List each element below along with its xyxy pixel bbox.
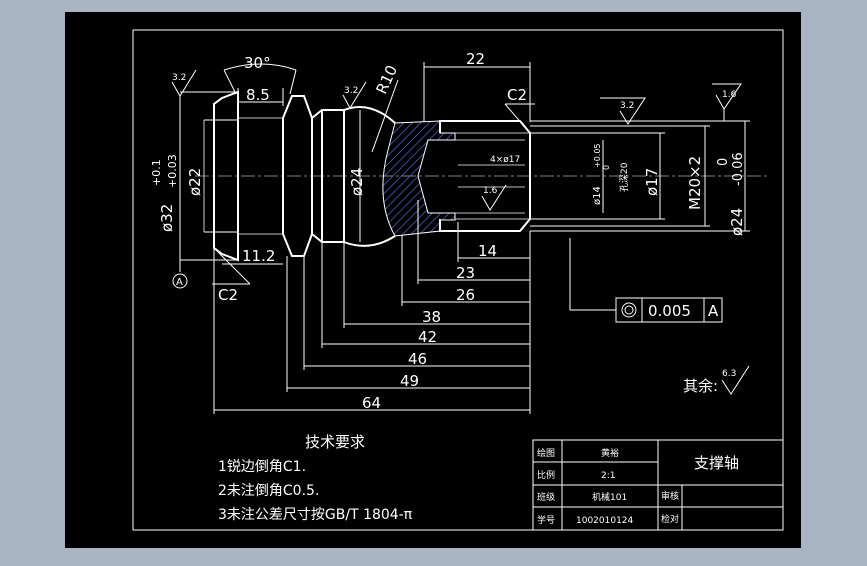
svg-text:3未注公差尺寸按GB/T 1804-π: 3未注公差尺寸按GB/T 1804-π: [218, 507, 413, 523]
svg-text:0: 0: [602, 165, 611, 170]
dim-c2-top: C2: [504, 86, 535, 134]
dim-c2-left: C2: [212, 247, 251, 304]
svg-text:3.2: 3.2: [172, 73, 186, 83]
svg-text:黄裕: 黄裕: [601, 447, 619, 459]
svg-text:M20×2: M20×2: [686, 156, 704, 210]
svg-text:2:1: 2:1: [601, 471, 615, 481]
dim-label-c2-top: C2: [507, 86, 527, 104]
svg-text:班级: 班级: [537, 491, 555, 503]
svg-text:A: A: [176, 277, 183, 288]
dim-d32: ø32 +0.1 +0.03: [150, 91, 238, 261]
svg-text:6.3: 6.3: [722, 369, 736, 379]
svg-text:检对: 检对: [661, 513, 679, 525]
dim-label-d32: ø32: [158, 204, 176, 232]
tech-requirements: 技术要求 1锐边倒角C1. 2未注倒角C0.5. 3未注公差尺寸按GB/T 18…: [218, 433, 413, 523]
svg-text:ø17: ø17: [643, 168, 661, 196]
length-dims: 14 23 26 38 42 46 49 64: [213, 200, 531, 414]
dim-label-22: 22: [466, 50, 485, 68]
drawing-border: [132, 29, 784, 531]
dim-d24-right: ø24 0 -0.06: [530, 120, 750, 236]
dim-d24-mid: ø24: [348, 110, 366, 242]
svg-text:+0.1: +0.1: [150, 159, 163, 186]
dim-holes: 4×ø17: [490, 155, 520, 165]
datum-symbol: A: [172, 240, 188, 289]
dim-8-5: 8.5: [237, 86, 284, 106]
svg-text:ø14: ø14: [592, 186, 603, 205]
rest-roughness: 其余: 6.3: [683, 365, 750, 395]
tech-title: 技术要求: [305, 433, 365, 451]
roughness-symbol: 1.6: [481, 184, 507, 211]
svg-text:1.6: 1.6: [722, 90, 737, 100]
dim-label-d22: ø22: [186, 168, 204, 196]
svg-text:0.005: 0.005: [648, 302, 691, 320]
dim-22: 22: [423, 50, 531, 122]
roughness-symbol: 1.6: [712, 83, 742, 121]
svg-text:11.2: 11.2: [242, 247, 275, 265]
svg-text:42: 42: [418, 328, 437, 346]
part-name: 支撑轴: [694, 454, 739, 472]
svg-text:比例: 比例: [537, 469, 555, 481]
dim-11-2: 11.2: [222, 247, 283, 265]
svg-text:64: 64: [362, 394, 381, 412]
svg-text:ø24: ø24: [728, 208, 746, 236]
svg-text:学号: 学号: [537, 514, 555, 526]
angle-label: 30°: [244, 54, 271, 72]
dim-depth: 孔深20: [619, 162, 630, 192]
svg-text:14: 14: [478, 242, 497, 260]
svg-text:23: 23: [456, 264, 475, 282]
tolerance-frame: 0.005 A: [569, 238, 723, 323]
svg-text:3.2: 3.2: [344, 86, 358, 96]
svg-text:孔深20: 孔深20: [619, 162, 630, 192]
svg-text:2未注倒角C0.5.: 2未注倒角C0.5.: [218, 483, 319, 499]
dim-d17: ø17: [530, 132, 665, 220]
svg-text:A: A: [708, 302, 719, 320]
svg-text:38: 38: [422, 308, 441, 326]
svg-text:+0.03: +0.03: [166, 154, 179, 188]
svg-text:1002010124: 1002010124: [576, 516, 634, 526]
svg-text:49: 49: [400, 372, 419, 390]
dim-m20: M20×2: [530, 125, 710, 227]
dim-label-holes: 4×ø17: [490, 155, 520, 165]
dim-label-8-5: 8.5: [246, 86, 270, 104]
roughness-symbol: 3.2: [600, 97, 646, 125]
dim-d22: ø22: [186, 119, 238, 233]
svg-text:其余:: 其余:: [683, 377, 718, 395]
svg-text:审核: 审核: [661, 490, 679, 502]
svg-text:绘图: 绘图: [537, 447, 555, 459]
svg-text:-0.06: -0.06: [731, 152, 746, 186]
svg-text:3.2: 3.2: [620, 101, 634, 111]
svg-text:+0.05: +0.05: [593, 143, 602, 168]
dim-d14: ø14 +0.05 0: [592, 140, 611, 213]
roughness-symbol: 3.2: [342, 81, 367, 110]
angle-dim: 30°: [223, 54, 297, 95]
svg-text:26: 26: [456, 286, 475, 304]
dim-label-d24-mid: ø24: [348, 168, 366, 196]
svg-text:0: 0: [716, 158, 731, 166]
roughness-symbol: 3.2: [171, 69, 197, 240]
svg-text:1锐边倒角C1.: 1锐边倒角C1.: [218, 459, 306, 475]
svg-text:1.6: 1.6: [483, 186, 498, 196]
title-block: 绘图 黄裕 比例 2:1 班级 机械101 学号 1002010124 审核 检…: [532, 439, 784, 531]
svg-text:46: 46: [408, 350, 427, 368]
section-hatch: [382, 120, 456, 237]
svg-text:机械101: 机械101: [592, 491, 627, 503]
svg-text:C2: C2: [218, 286, 238, 304]
